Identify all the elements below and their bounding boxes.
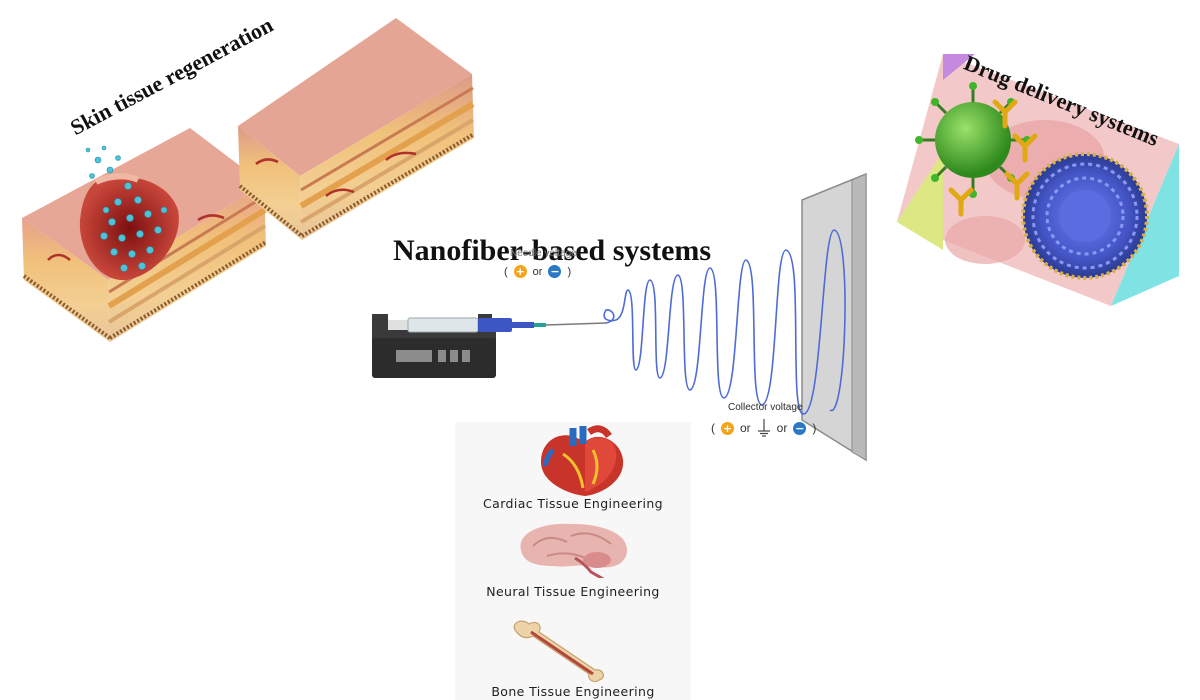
antibody-icon [948, 99, 1038, 217]
tissue-engineering-panel: Cardiac Tissue Engineering Neural Tissue… [455, 422, 691, 700]
open-paren: ( [711, 421, 715, 435]
main-title: Nanofiber-based systems [393, 234, 712, 267]
collector-polarity: ( + or or − ) [711, 419, 816, 437]
or-text: or [776, 421, 788, 435]
minus-icon: − [548, 265, 562, 278]
drug-delivery-illustration [895, 40, 1185, 310]
plus-icon: + [721, 421, 734, 435]
liposome-icon [1021, 152, 1149, 280]
healed-skin-illustration [236, 14, 476, 244]
nanofiber-jet [603, 229, 846, 415]
neural-caption: Neural Tissue Engineering [486, 584, 660, 599]
cardiac-caption: Cardiac Tissue Engineering [483, 496, 663, 511]
open-paren: ( [504, 265, 508, 278]
bone-icon [509, 618, 609, 682]
collector-voltage-label: Collector voltage [728, 402, 803, 413]
needle-polarity: ( + or − ) [504, 265, 571, 278]
heart-icon [533, 424, 629, 498]
needle-voltage-label: Needle voltage [510, 248, 577, 259]
bone-caption: Bone Tissue Engineering [491, 684, 655, 699]
ground-icon [757, 419, 771, 437]
close-paren: ) [812, 421, 817, 435]
brain-icon [513, 520, 633, 578]
collector-plate [801, 172, 867, 462]
minus-icon: − [793, 421, 807, 435]
close-paren: ) [567, 265, 572, 278]
syringe-pump-icon [372, 314, 607, 378]
electrospinning-setup [360, 160, 880, 470]
or-text: or [740, 421, 751, 435]
plus-icon: + [513, 265, 527, 278]
or-text: or [532, 265, 543, 278]
wound-skin-illustration [18, 110, 268, 350]
